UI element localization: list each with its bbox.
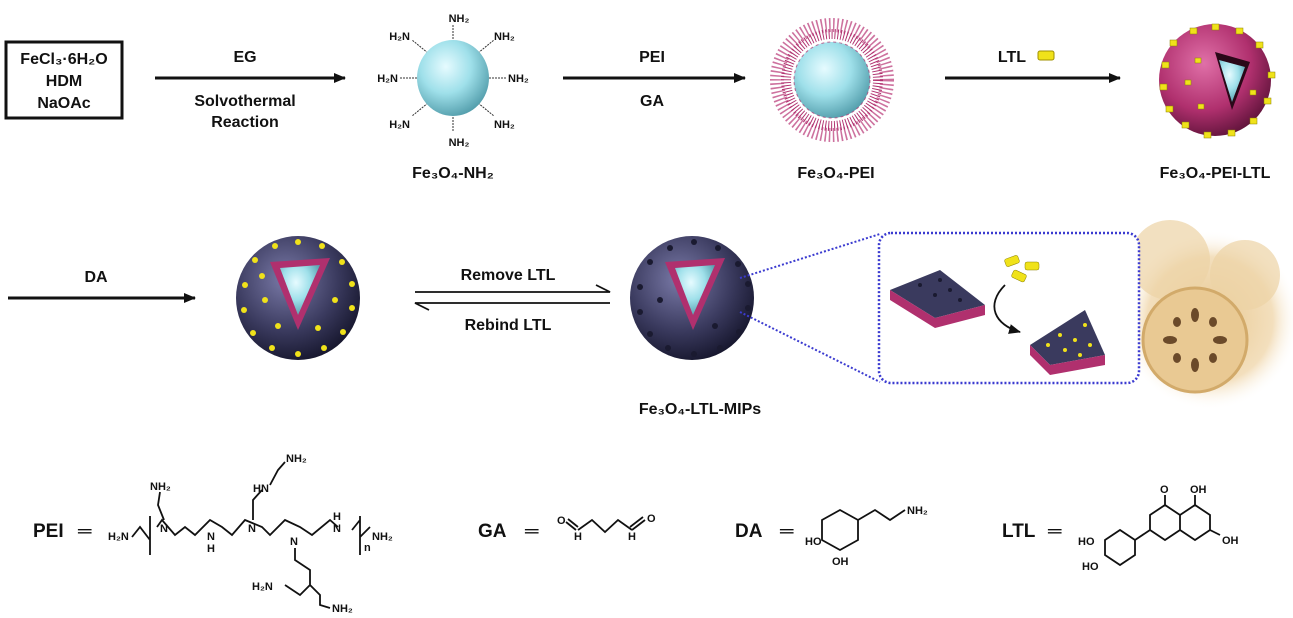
ltl-structure: LTL ═ O OH OH HO HO	[1002, 484, 1239, 573]
step1-reagent: EG	[233, 49, 256, 66]
equals-sign: ═	[77, 521, 92, 542]
atom-label: HN	[253, 483, 269, 495]
zoom-line	[739, 233, 881, 279]
imprinted-particle-with-template	[236, 236, 360, 360]
reagent-fecl3: FeCl₃·6H₂O	[20, 51, 107, 68]
atom-label: O	[647, 513, 656, 525]
amine-label: H₂N	[389, 119, 410, 131]
amine-label: H₂N	[389, 31, 410, 43]
atom-label: H	[207, 543, 215, 555]
equilibrium-arrows	[414, 284, 611, 311]
atom-label: H	[574, 531, 582, 543]
label-fe3o4-pei-ltl: Fe₃O₄-PEI-LTL	[1160, 165, 1271, 182]
fe3o4-ltl-mips-particle	[630, 236, 754, 360]
zoom-line	[739, 311, 881, 383]
atom-label: NH₂	[150, 481, 171, 493]
magnetic-core	[417, 40, 489, 116]
step1-condition-1: Solvothermal	[194, 93, 295, 110]
ltl-name: LTL	[1002, 521, 1036, 542]
equals-sign: ═	[524, 521, 539, 542]
magnetic-core	[794, 42, 870, 118]
atom-label: N	[290, 536, 298, 548]
equals-sign: ═	[779, 521, 794, 542]
atom-label: NH₂	[372, 531, 393, 543]
rebind-ltl-label: Rebind LTL	[465, 317, 552, 334]
step1-condition-2: Reaction	[211, 114, 279, 131]
atom-label: O	[557, 515, 566, 527]
rebinding-arrow	[993, 284, 1021, 334]
atom-label: N	[333, 523, 341, 535]
repeat-subscript: n	[364, 542, 371, 554]
step2-reagent: PEI	[639, 49, 665, 66]
atom-label: OH	[1190, 484, 1207, 496]
atom-label: HO	[1078, 536, 1095, 548]
label-fe3o4-ltl-mips: Fe₃O₄-LTL-MIPs	[639, 401, 761, 418]
amine-label: NH₂	[494, 31, 515, 43]
atom-label: N	[207, 531, 215, 543]
step2-crosslinker: GA	[640, 93, 664, 110]
pei-structure: PEI ═ H₂N N NH₂ N H N HN NH₂ N H₂N NH₂ N…	[33, 453, 393, 615]
reagent-naoac: NaOAc	[37, 95, 90, 112]
amine-label: NH₂	[508, 73, 529, 85]
atom-label: N	[248, 523, 256, 535]
atom-label: NH₂	[907, 505, 928, 517]
atom-label: NH₂	[332, 603, 353, 615]
amine-label: NH₂	[449, 137, 470, 149]
atom-label: NH₂	[286, 453, 307, 465]
pei-name: PEI	[33, 521, 64, 542]
amine-label: NH₂	[494, 119, 515, 131]
da-structure: DA ═ NH₂ HO OH	[735, 505, 928, 568]
atom-label: H₂N	[252, 581, 273, 593]
atom-label: OH	[1222, 535, 1239, 547]
remove-ltl-label: Remove LTL	[461, 267, 556, 284]
fe3o4-pei-particle	[770, 18, 894, 142]
reagent-hdm: HDM	[46, 73, 82, 90]
atom-label: OH	[832, 556, 849, 568]
reagents-box: FeCl₃·6H₂O HDM NaOAc	[4, 40, 124, 120]
cookie-food-image	[1120, 220, 1293, 410]
atom-label: N	[160, 523, 168, 535]
fe3o4-pei-ltl-particle	[1159, 23, 1276, 139]
label-fe3o4-pei: Fe₃O₄-PEI	[797, 165, 874, 182]
ga-structure: GA ═ O H H O	[478, 513, 656, 543]
label-fe3o4-nh2: Fe₃O₄-NH₂	[412, 165, 494, 182]
atom-label: HO	[805, 536, 822, 548]
atom-label: HO	[1082, 561, 1099, 573]
fe3o4-nh2-particle: NH₂ NH₂ H₂N NH₂ H₂N NH₂ H₂N NH₂	[377, 13, 529, 149]
atom-label: H₂N	[108, 531, 129, 543]
atom-label: H	[628, 531, 636, 543]
amine-label: H₂N	[377, 73, 398, 85]
binding-site-inset	[877, 231, 1141, 385]
step3-template: LTL	[998, 49, 1026, 66]
ga-name: GA	[478, 521, 507, 542]
atom-label: O	[1160, 484, 1169, 496]
da-name: DA	[735, 521, 763, 542]
ltl-molecule-icon	[1037, 50, 1055, 61]
amine-label: NH₂	[449, 13, 470, 25]
atom-label: H	[333, 511, 341, 523]
step4-monomer: DA	[84, 269, 108, 286]
equals-sign: ═	[1047, 521, 1062, 542]
